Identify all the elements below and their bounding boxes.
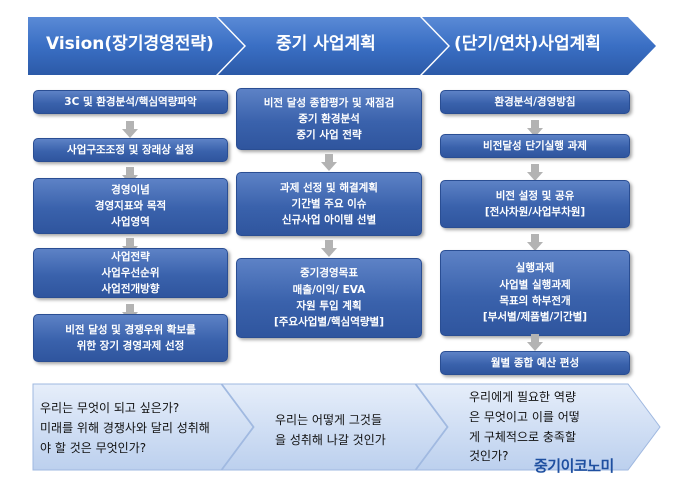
question-1: 우리는 무엇이 되고 싶은가? 미래를 위해 경쟁사와 달리 성취해 야 할 것… bbox=[40, 399, 210, 458]
col3-arrow-3 bbox=[527, 234, 543, 251]
col1-box-1: 3C 및 환경분석/핵심역량파악 bbox=[33, 90, 228, 114]
col1-box-5-line-2: 위한 장기 경영과제 선정 bbox=[76, 340, 185, 352]
col3-box-3-line-1: 비전 설정 및 공유 bbox=[495, 189, 575, 202]
question-3-line-3: 게 구체적으로 충족할 bbox=[469, 429, 576, 444]
col3-box-4-line-3: 목표의 하부전개 bbox=[499, 295, 571, 307]
question-1-line-1: 우리는 무엇이 되고 싶은가? bbox=[40, 401, 180, 415]
col2-box-3-line-3: 자원 투입 계획 bbox=[296, 300, 362, 312]
header-chevron-3 bbox=[422, 17, 656, 75]
col3-arrow-1 bbox=[527, 120, 543, 137]
col3-box-4-line-4: [부서별/제품별/기간별] bbox=[482, 311, 588, 324]
col3-box-5-line-1: 월별 종합 예산 편성 bbox=[490, 356, 580, 369]
col3-box-4: 실행과제 사업별 실행과제 목표의 하부전개 [부서별/제품별/기간별] bbox=[440, 250, 630, 336]
header-stage-3: (단기/연차)사업계획 bbox=[454, 34, 601, 54]
header-chevron-1 bbox=[28, 17, 244, 75]
question-2: 우리는 어떻게 그것들 을 성취해 나갈 것인가 bbox=[275, 411, 386, 451]
question-3-line-2: 은 무엇이고 이를 어떻 bbox=[469, 409, 580, 424]
question-chevron-3 bbox=[415, 383, 661, 471]
col1-box-4-line-2: 사업우선순위 bbox=[101, 266, 160, 279]
col2-box-3: 중기경영목표 매출/이익/ EVA 자원 투입 계획 [주요사업별/핵심역량별] bbox=[236, 258, 422, 338]
col2-box-1: 비전 달성 종합평가 및 재점검 중기 환경분석 중기 사업 전략 bbox=[236, 88, 422, 150]
col1-box-3: 경영이념 경영지표와 목적 사업영역 bbox=[33, 178, 228, 234]
col3-arrow-4 bbox=[527, 334, 543, 351]
col3-box-2-line-1: 비전달성 단기실행 과제 bbox=[483, 139, 587, 152]
col2-box-1-line-2: 중기 환경분석 bbox=[298, 112, 360, 125]
col2-box-3-line-1: 중기경영목표 bbox=[300, 267, 358, 280]
col2-box-3-line-4: [주요사업별/핵심역량별] bbox=[273, 316, 385, 329]
col3-box-1: 환경분석/경영방침 bbox=[440, 90, 630, 114]
question-3: 우리에게 필요한 역량 은 무엇이고 이를 어떻 게 구체적으로 충족할 것인가… bbox=[469, 388, 580, 467]
col1-box-3-line-2: 경영지표와 목적 bbox=[94, 199, 167, 212]
question-1-line-2: 미래를 위해 경쟁사와 달리 성취해 bbox=[40, 420, 210, 435]
col2-box-1-line-1: 비전 달성 종합평가 및 재점검 bbox=[263, 96, 395, 109]
col2-arrow-1 bbox=[321, 154, 337, 171]
question-chevron-2 bbox=[221, 383, 448, 471]
question-2-line-1: 우리는 어떻게 그것들 bbox=[275, 413, 382, 427]
col1-box-2-line-1: 사업구조조정 및 장래상 설정 bbox=[67, 143, 194, 156]
col3-box-4-line-2: 사업별 실행과제 bbox=[499, 278, 571, 291]
col1-box-4: 사업전략 사업우선순위 사업전개방향 bbox=[33, 248, 228, 298]
col3-box-5: 월별 종합 예산 편성 bbox=[440, 351, 630, 375]
header-chevron-2 bbox=[218, 17, 448, 75]
col1-box-1-line-1: 3C 및 환경분석/핵심역량파악 bbox=[64, 95, 197, 108]
question-3-line-1: 우리에게 필요한 역량 bbox=[469, 390, 576, 404]
col1-box-5: 비전 달성 및 경쟁우위 확보를 위한 장기 경영과제 선정 bbox=[33, 314, 228, 362]
question-1-line-3: 야 할 것은 무엇인가? bbox=[40, 440, 147, 455]
col3-box-1-line-1: 환경분석/경영방침 bbox=[494, 95, 576, 108]
col1-arrow-1 bbox=[122, 121, 138, 138]
col2-box-2-line-2: 기간별 주요 이슈 bbox=[291, 197, 367, 210]
question-2-line-2: 을 성취해 나갈 것인가 bbox=[275, 432, 386, 447]
col2-box-3-line-2: 매출/이익/ EVA bbox=[292, 283, 366, 296]
header-stage-1: Vision(장기경영전략) bbox=[46, 34, 214, 54]
question-chevron-1 bbox=[32, 383, 254, 471]
col1-box-4-line-1: 사업전략 bbox=[111, 250, 150, 263]
col2-box-2-line-3: 신규사업 아이템 선별 bbox=[281, 214, 377, 227]
question-3-line-4: 것인가? bbox=[469, 449, 509, 464]
col1-box-4-line-3: 사업전개방향 bbox=[101, 283, 160, 296]
col3-arrow-2 bbox=[527, 164, 543, 181]
col3-box-3: 비전 설정 및 공유 [전사차원/사업부차원] bbox=[440, 180, 630, 228]
col3-box-3-line-2: [전사차원/사업부차원] bbox=[484, 206, 586, 218]
col3-box-4-line-1: 실행과제 bbox=[515, 262, 555, 275]
col2-box-2-line-1: 과제 선정 및 해결계획 bbox=[280, 181, 378, 194]
col1-box-2: 사업구조조정 및 장래상 설정 bbox=[33, 138, 228, 162]
col1-box-3-line-3: 사업영역 bbox=[111, 216, 150, 229]
header-stage-2: 중기 사업계획 bbox=[276, 34, 376, 54]
col2-box-1-line-3: 중기 사업 전략 bbox=[296, 129, 362, 142]
col1-box-3-line-1: 경영이념 bbox=[111, 183, 150, 196]
brand-logo: 중기이코노미 bbox=[534, 457, 614, 475]
col2-arrow-2 bbox=[321, 240, 337, 257]
col3-box-2: 비전달성 단기실행 과제 bbox=[440, 134, 630, 158]
col1-box-5-line-1: 비전 달성 및 경쟁우위 확보를 bbox=[65, 323, 196, 336]
col2-box-2: 과제 선정 및 해결계획 기간별 주요 이슈 신규사업 아이템 선별 bbox=[236, 172, 422, 236]
